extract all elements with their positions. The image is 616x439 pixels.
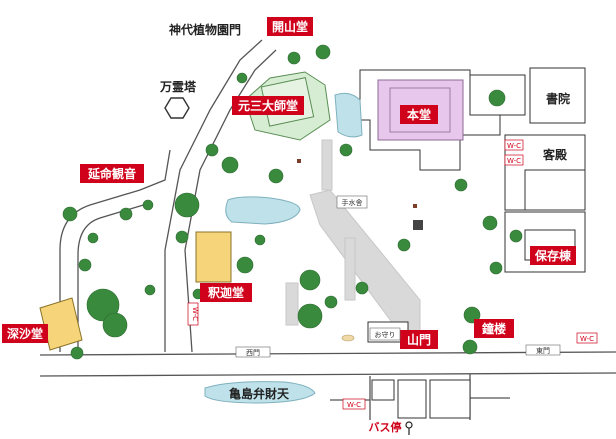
wc-marker: W-C bbox=[507, 157, 521, 165]
tree bbox=[205, 143, 219, 157]
diagonal-road-outer bbox=[164, 39, 263, 352]
stone-marker bbox=[341, 334, 355, 342]
svg-text:開山堂: 開山堂 bbox=[272, 19, 308, 34]
hondo-inner bbox=[389, 87, 451, 133]
temizuya-label: 手水舎 bbox=[342, 198, 363, 207]
tree bbox=[254, 234, 266, 246]
sanmon-label[interactable]: 山門 bbox=[400, 330, 438, 349]
kaizando-label[interactable]: 開山堂 bbox=[267, 17, 313, 36]
shoin-building bbox=[529, 67, 586, 124]
tree bbox=[509, 229, 523, 243]
hozonto-label[interactable]: 保存棟 bbox=[530, 246, 576, 265]
path-to-hall-gray bbox=[321, 139, 333, 191]
manreito-hexagon bbox=[164, 97, 190, 119]
tree bbox=[62, 206, 78, 222]
kyakuden-annex bbox=[524, 169, 586, 211]
tree bbox=[142, 199, 154, 211]
svg-text:釈迦堂: 釈迦堂 bbox=[208, 285, 244, 300]
svg-text:鐘楼: 鐘楼 bbox=[482, 321, 506, 336]
tree bbox=[315, 44, 331, 60]
tree bbox=[268, 168, 284, 184]
bus-area-block-3 bbox=[371, 379, 395, 401]
svg-text:山門: 山門 bbox=[407, 332, 431, 347]
tree bbox=[454, 178, 468, 192]
tree bbox=[119, 207, 133, 221]
tree bbox=[489, 261, 503, 275]
kyakuden-label: 客殿 bbox=[542, 147, 568, 162]
tree bbox=[78, 258, 92, 272]
bus-stop-label: バス停 bbox=[369, 420, 402, 434]
shakado-building bbox=[195, 231, 232, 283]
tree bbox=[482, 215, 498, 231]
west-gate-label: 西門 bbox=[246, 349, 260, 357]
shakado-label[interactable]: 釈迦堂 bbox=[200, 283, 252, 302]
bus-area-block-2 bbox=[397, 379, 427, 419]
south-road-south-edge bbox=[39, 372, 616, 377]
tree bbox=[397, 238, 411, 252]
manreito-label: 万霊塔 bbox=[159, 79, 197, 94]
stone-paths bbox=[285, 139, 421, 341]
bus-area-block-1 bbox=[429, 379, 471, 419]
wc-markers: W-C W-C W-C W-C W-C bbox=[187, 139, 598, 410]
lantern-marker bbox=[413, 220, 423, 230]
svg-text:保存棟: 保存棟 bbox=[534, 248, 572, 263]
svg-text:元三大師堂: 元三大師堂 bbox=[238, 98, 298, 113]
shindai-botanical-gate-label: 神代植物園門 bbox=[169, 22, 241, 37]
diagonal-road-inner bbox=[184, 49, 277, 353]
tree bbox=[70, 346, 84, 360]
tree bbox=[86, 288, 120, 322]
enmei-kannon-label[interactable]: 延命観音 bbox=[80, 164, 144, 183]
hondo-label[interactable]: 本堂 bbox=[400, 105, 438, 124]
svg-text:延命観音: 延命観音 bbox=[87, 166, 136, 181]
tree bbox=[339, 143, 353, 157]
path-diagonal-gray bbox=[309, 189, 421, 341]
svg-text:深沙堂: 深沙堂 bbox=[7, 326, 43, 341]
tree bbox=[355, 281, 369, 295]
tree bbox=[174, 192, 200, 218]
tree bbox=[144, 284, 156, 296]
tree bbox=[236, 72, 248, 84]
wc-marker: W-C bbox=[580, 335, 594, 343]
path-vertical-gray bbox=[344, 237, 356, 301]
central-pond bbox=[225, 196, 301, 225]
wc-marker: W-C bbox=[191, 307, 199, 321]
bus-stop[interactable]: バス停 bbox=[369, 420, 413, 435]
tree bbox=[297, 303, 323, 329]
jinshado-label[interactable]: 深沙堂 bbox=[2, 324, 48, 343]
ponds bbox=[204, 92, 363, 404]
tree bbox=[175, 230, 189, 244]
kamejima-benzaiten-label: 亀島弁財天 bbox=[229, 386, 290, 401]
tree bbox=[221, 156, 239, 174]
tree bbox=[299, 269, 321, 291]
kamejima-pond bbox=[204, 381, 316, 404]
small-labels: 手水舎 お守り 西門 東門 bbox=[235, 195, 561, 358]
east-gate-label: 東門 bbox=[536, 346, 550, 355]
tree bbox=[324, 295, 338, 309]
bus-stop-pin-icon bbox=[405, 421, 413, 429]
tree bbox=[102, 312, 128, 338]
tree bbox=[488, 89, 506, 107]
svg-text:本堂: 本堂 bbox=[407, 107, 431, 122]
west-loop-road-inner bbox=[77, 202, 151, 352]
tree bbox=[87, 232, 99, 244]
ganzan-daishido-label[interactable]: 元三大師堂 bbox=[232, 96, 304, 115]
small-marker bbox=[413, 204, 417, 208]
tree bbox=[462, 339, 478, 355]
path-left-gray bbox=[285, 282, 299, 326]
wc-marker: W-C bbox=[347, 401, 361, 409]
small-marker bbox=[297, 159, 301, 163]
shoin-label: 書院 bbox=[546, 91, 570, 106]
wc-marker: W-C bbox=[507, 142, 521, 150]
red-labels: 開山堂 元三大師堂 延命観音 釈迦堂 深沙堂 本堂 保存棟 山門 bbox=[2, 17, 576, 349]
east-pond bbox=[334, 92, 363, 138]
shoro-label[interactable]: 鐘楼 bbox=[474, 319, 514, 338]
tree bbox=[287, 51, 301, 65]
roads bbox=[39, 39, 616, 420]
omamori-label: お守り bbox=[375, 330, 396, 339]
south-road-north-edge bbox=[39, 351, 616, 356]
tree bbox=[236, 256, 254, 274]
